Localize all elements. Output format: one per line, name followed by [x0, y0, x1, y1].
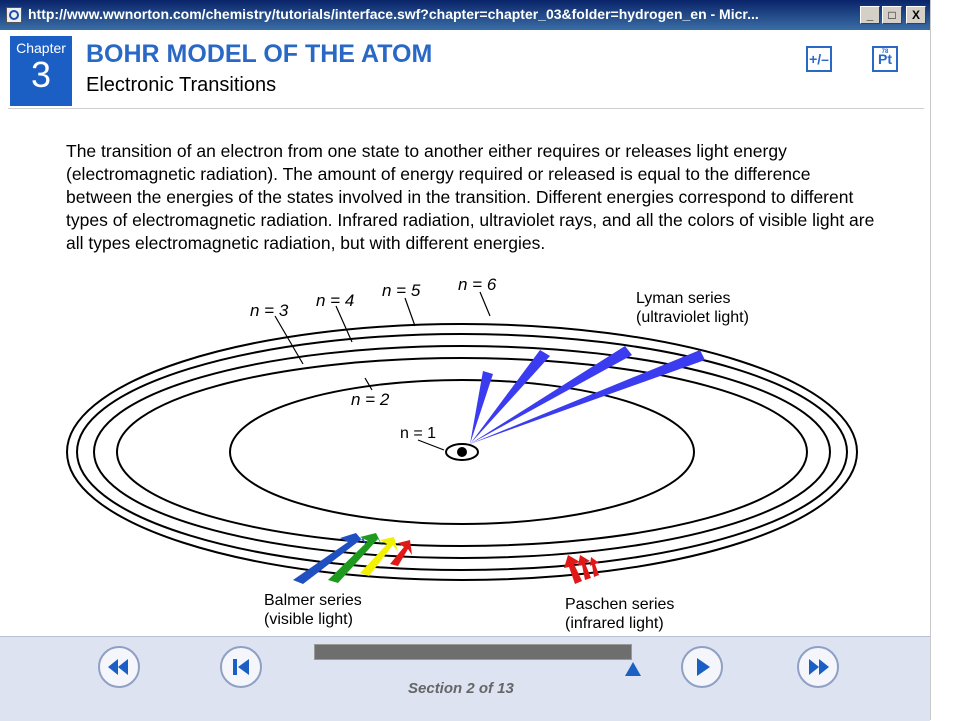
orbit-n2 — [229, 379, 695, 525]
paschen-arrow-1 — [564, 555, 582, 584]
chapter-label: Chapter — [16, 40, 66, 56]
progress-fill — [315, 645, 631, 659]
progress-marker-icon[interactable] — [625, 662, 641, 676]
paschen-title: Paschen series — [565, 596, 674, 613]
lyman-line-2 — [470, 350, 550, 444]
lyman-line-1 — [470, 371, 493, 444]
orbit-n6 — [66, 323, 858, 581]
periodic-icon-number: 78 — [881, 49, 889, 55]
window-titlebar: http://www.wwnorton.com/chemistry/tutori… — [0, 0, 930, 30]
lyman-subtitle: (ultraviolet light) — [636, 309, 749, 326]
nucleus — [457, 447, 467, 457]
leader-n6 — [479, 291, 491, 317]
leader-n3 — [274, 315, 304, 365]
orbit-n5 — [76, 333, 848, 571]
leader-n2 — [364, 377, 373, 391]
bohr-diagram: n = 3 n = 4 n = 5 n = 6 n = 2 n = 1 Lyma… — [66, 275, 858, 632]
periodic-icon-symbol: Pt — [878, 51, 892, 67]
close-button[interactable]: X — [906, 6, 926, 24]
paschen-subtitle: (infrared light) — [565, 615, 664, 632]
balmer-subtitle: (visible light) — [264, 611, 353, 628]
previous-section-button[interactable] — [220, 646, 262, 688]
paschen-arrow-2 — [578, 555, 591, 580]
periodic-table-icon[interactable]: 78 Pt — [872, 46, 898, 72]
leader-n5 — [404, 297, 416, 327]
orbit-n3 — [116, 357, 808, 547]
rewind-icon — [108, 659, 128, 675]
label-n2: n = 2 — [351, 390, 390, 409]
page-title: BOHR MODEL OF THE ATOM — [86, 40, 433, 68]
calculator-icon[interactable]: +/– — [806, 46, 832, 72]
orbit-n4 — [93, 345, 831, 559]
tutorial-header: Chapter 3 BOHR MODEL OF THE ATOM Electro… — [8, 34, 924, 109]
explanation-paragraph: The transition of an electron from one s… — [66, 141, 875, 253]
paschen-arrow-3 — [590, 557, 599, 577]
label-n1: n = 1 — [400, 425, 436, 442]
side-gutter — [930, 0, 960, 720]
page-subtitle: Electronic Transitions — [86, 74, 277, 96]
lyman-title: Lyman series — [636, 290, 731, 307]
lyman-line-4 — [470, 350, 705, 444]
chapter-number: 3 — [30, 54, 52, 95]
window-title: http://www.wwnorton.com/chemistry/tutori… — [28, 6, 759, 22]
balmer-green-arrow — [328, 533, 383, 583]
skip-back-icon — [233, 659, 249, 675]
label-n3: n = 3 — [250, 301, 289, 320]
minimize-button[interactable]: _ — [860, 6, 880, 24]
fast-forward-button[interactable] — [797, 646, 839, 688]
lyman-line-3 — [470, 346, 632, 444]
play-next-button[interactable] — [681, 646, 723, 688]
maximize-button[interactable]: □ — [882, 6, 902, 24]
tutorial-frame: Chapter 3 BOHR MODEL OF THE ATOM Electro… — [0, 30, 930, 720]
rewind-button[interactable] — [98, 646, 140, 688]
leader-n1 — [417, 439, 445, 451]
balmer-title: Balmer series — [264, 592, 362, 609]
leader-n4 — [335, 305, 353, 343]
label-n5: n = 5 — [382, 281, 421, 300]
section-indicator: Section 2 of 13 — [408, 680, 514, 697]
browser-icon — [6, 7, 22, 23]
balmer-yellow-arrow — [360, 537, 398, 576]
label-n4: n = 4 — [316, 291, 354, 310]
chapter-badge: Chapter 3 — [10, 36, 72, 106]
progress-bar[interactable] — [314, 644, 632, 660]
balmer-blue-arrow — [293, 533, 368, 584]
fast-forward-icon — [809, 659, 829, 675]
label-n6: n = 6 — [458, 275, 497, 294]
balmer-red-arrow — [390, 540, 412, 566]
play-icon — [697, 658, 710, 676]
